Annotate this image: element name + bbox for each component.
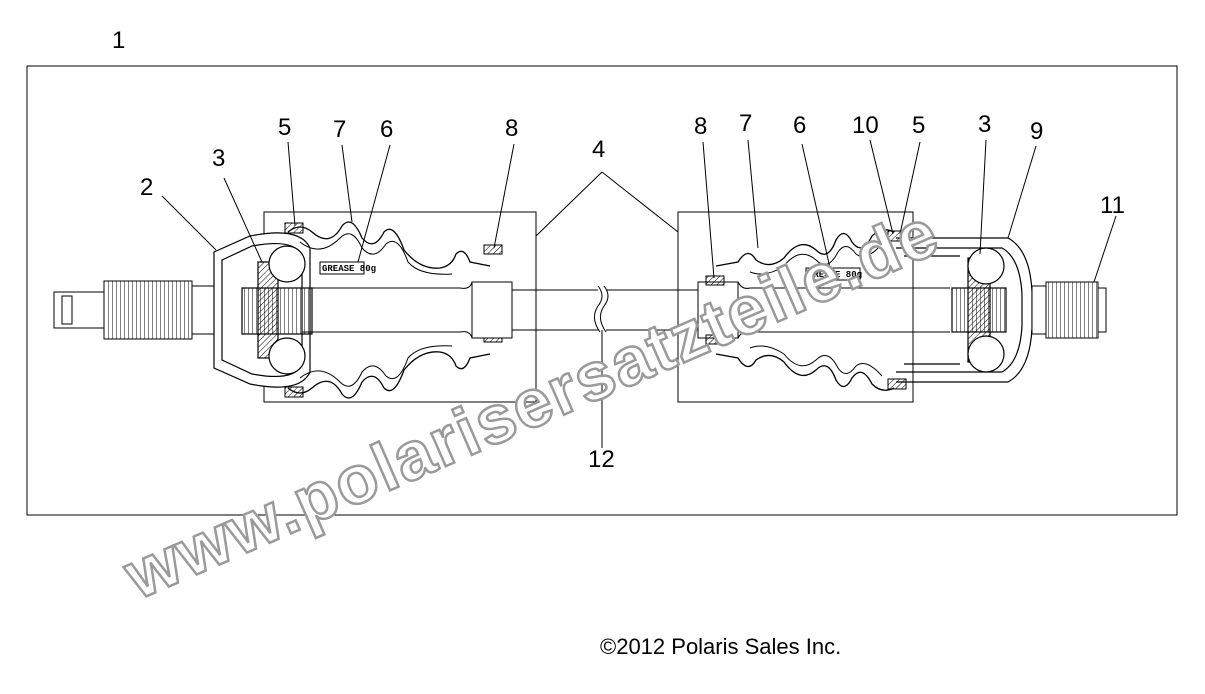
right-boot-inner (749, 243, 883, 377)
center-shaft (302, 281, 950, 339)
right-boot (715, 229, 895, 391)
figure-number: 1 (112, 27, 125, 54)
grease-label-right: GREASE 80g (808, 270, 862, 280)
copyright-notice: ©2012 Polaris Sales Inc. (600, 634, 842, 659)
left-clamp-bottom (284, 386, 304, 398)
right-cv-housing (896, 237, 1033, 383)
callout-5-left: 5 (278, 114, 291, 141)
right-detail-box (677, 211, 914, 403)
left-clamp-top (284, 222, 304, 234)
callout-4: 4 (592, 136, 605, 163)
callout-6-left: 6 (380, 116, 393, 143)
right-clamp-top (887, 230, 907, 242)
left-clamp-small-top (483, 244, 503, 255)
right-clamp-small-top (705, 275, 725, 286)
grease-label-right-box (805, 267, 861, 281)
callout-6-right: 6 (793, 112, 806, 139)
left-boot (287, 221, 491, 399)
diagram-frame (26, 65, 1178, 516)
left-cv-housing (213, 232, 313, 388)
callout-10: 10 (852, 112, 879, 139)
callout-5-right: 5 (912, 112, 925, 139)
callout-7-right: 7 (739, 110, 752, 137)
right-stub-shaft (1031, 281, 1107, 339)
right-clamp-bottom (887, 378, 907, 390)
leader-lines (161, 139, 1117, 448)
right-clamp-small-bottom (705, 334, 725, 345)
callout-7-left: 7 (333, 116, 346, 143)
left-boot-inner (299, 233, 453, 387)
callout-8-left: 8 (505, 115, 518, 142)
callout-11: 11 (1100, 192, 1125, 219)
callout-9: 9 (1030, 118, 1043, 145)
grease-label-left-box (319, 261, 365, 275)
callout-12: 12 (588, 446, 615, 473)
callout-3-left: 3 (212, 145, 225, 172)
callout-2: 2 (140, 174, 153, 201)
callout-8-right: 8 (694, 113, 707, 140)
grease-label-left: GREASE 80g (322, 264, 376, 274)
left-stub-shaft (53, 280, 215, 340)
callout-3-right: 3 (978, 111, 991, 138)
